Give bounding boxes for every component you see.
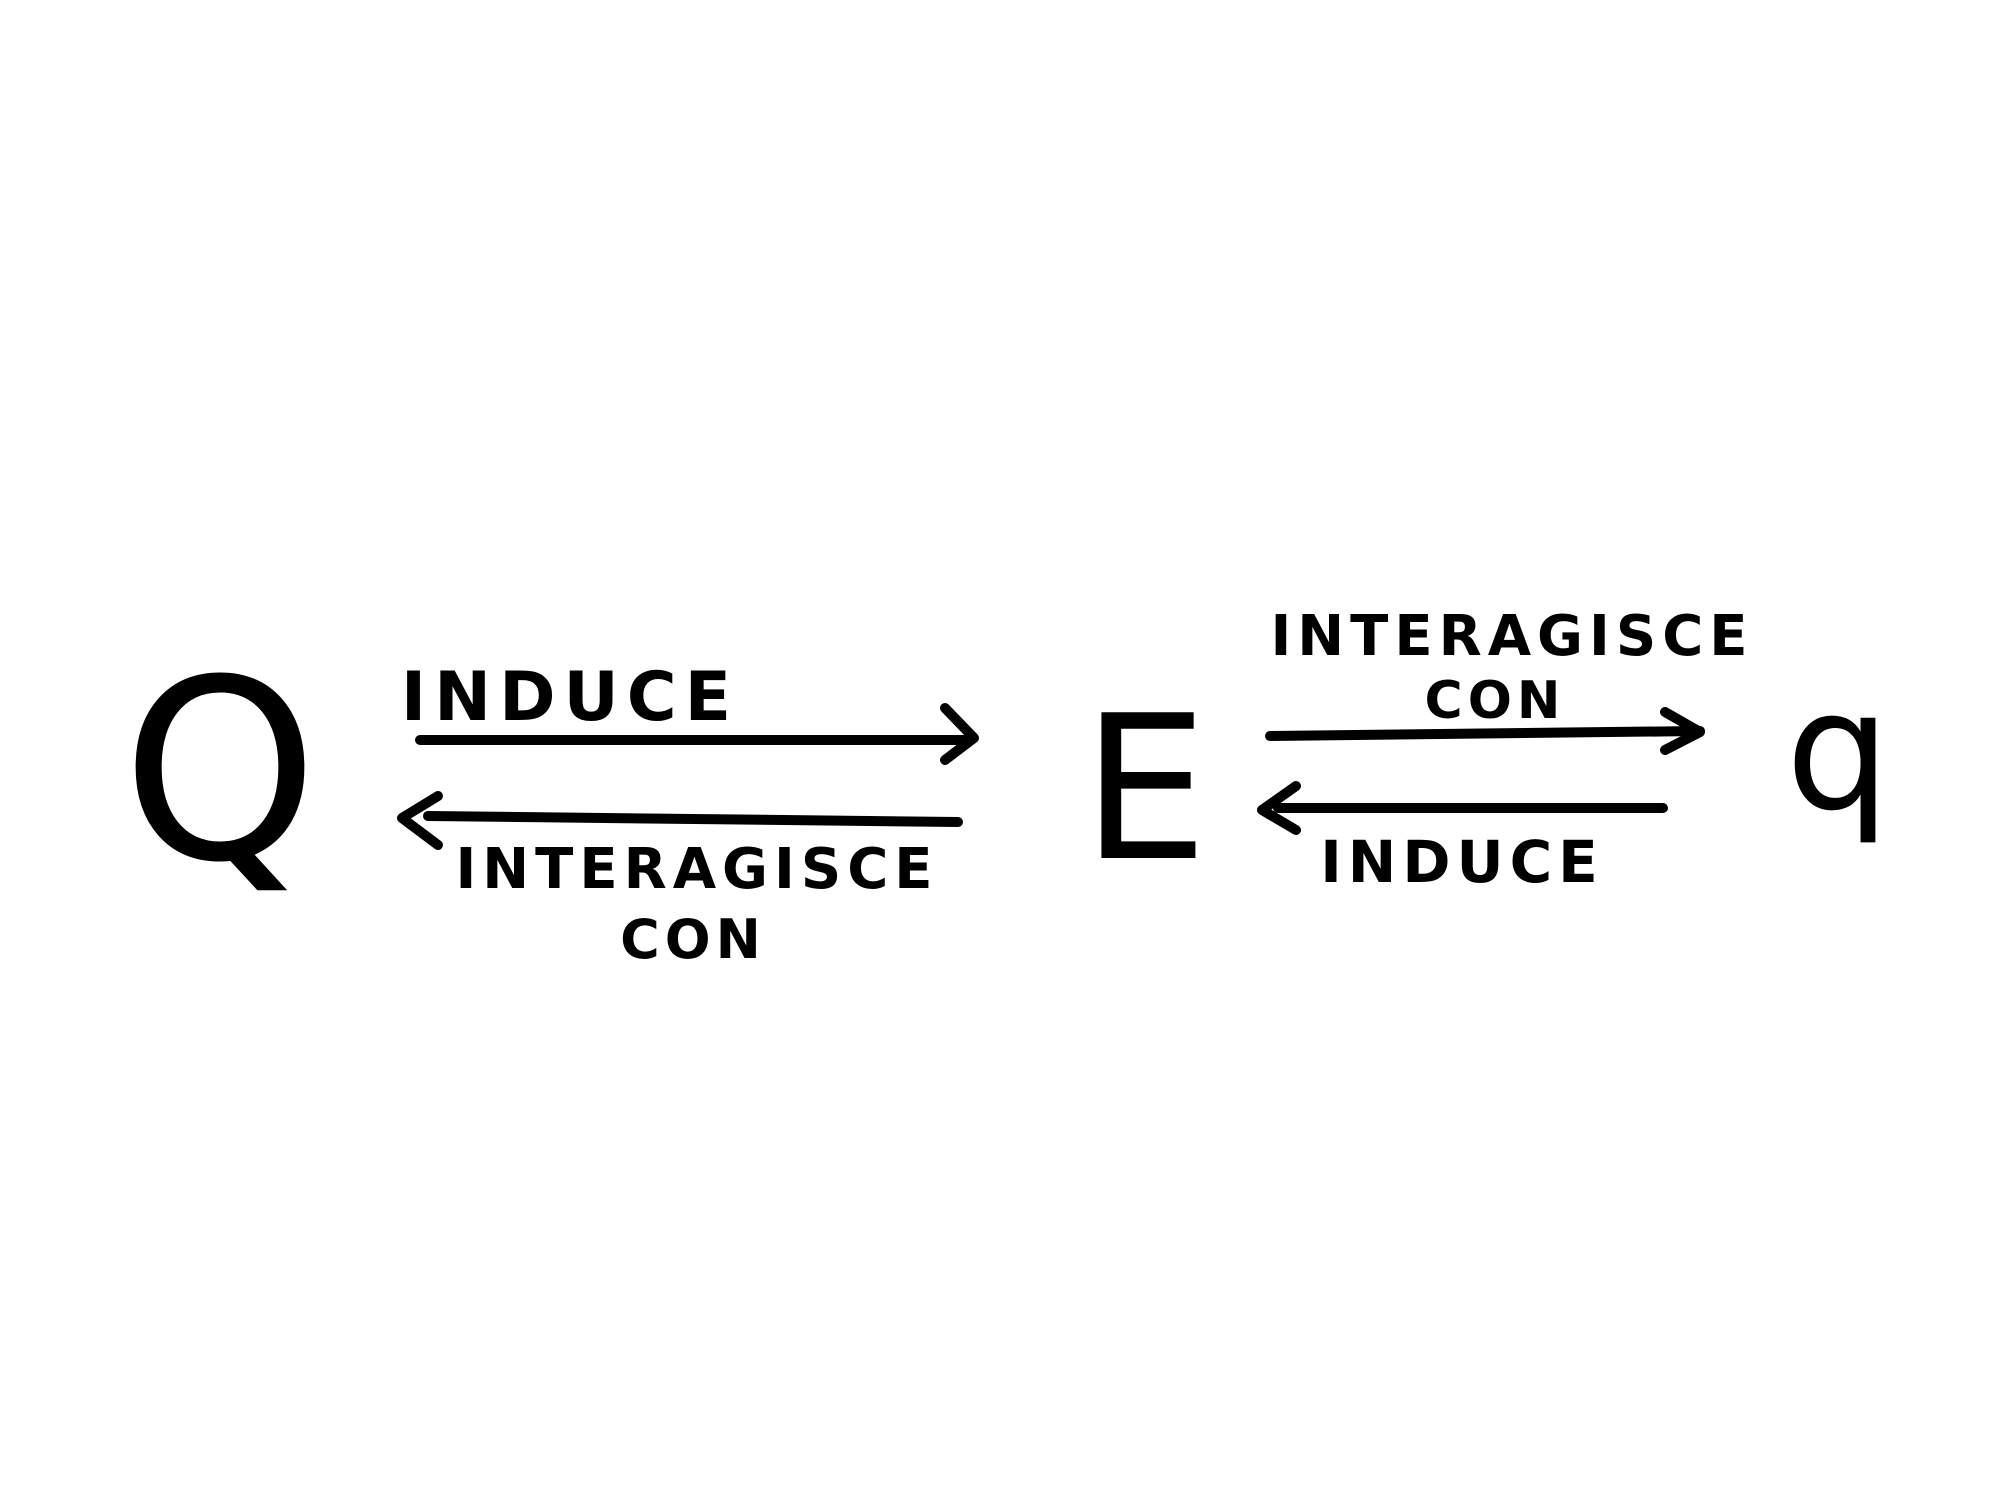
arrow-E-to-q bbox=[1265, 707, 1705, 755]
label-E-to-Q-line1: INTERAGISCE bbox=[455, 837, 938, 902]
label-E-to-q-line2: CON bbox=[1425, 671, 1566, 731]
label-q-to-E: INDUCE bbox=[1320, 828, 1604, 896]
node-field: E bbox=[1082, 673, 1208, 906]
label-Q-to-E: INDUCE bbox=[401, 658, 739, 737]
arrow-Q-to-E bbox=[415, 703, 979, 765]
node-test-charge: q bbox=[1786, 655, 1891, 847]
arrow-q-to-E bbox=[1257, 781, 1668, 835]
node-source-charge: Q bbox=[122, 626, 319, 917]
arrow-E-to-Q bbox=[397, 791, 963, 850]
label-E-to-q-line1: INTERAGISCE bbox=[1270, 604, 1753, 669]
label-E-to-Q-line2: CON bbox=[620, 908, 766, 971]
